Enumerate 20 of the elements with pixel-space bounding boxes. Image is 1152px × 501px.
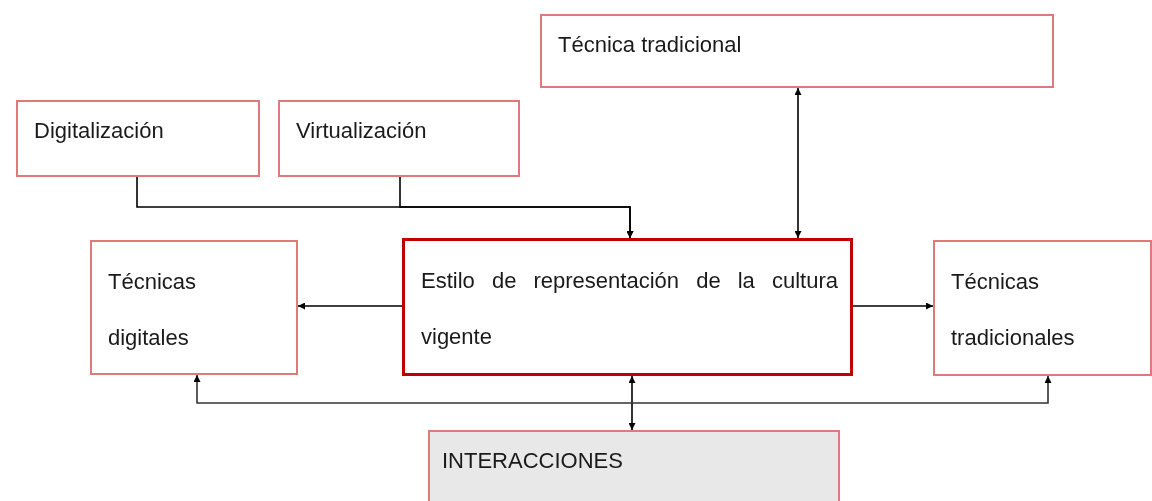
- connector-arrow: [628, 375, 636, 431]
- connector-arrow: [794, 87, 802, 239]
- connector-arrow: [399, 176, 634, 239]
- box-label: Técnicas tradicionales: [950, 268, 1076, 352]
- connector-arrow: [297, 302, 403, 310]
- box-label: Técnicas digitales: [107, 268, 198, 352]
- concept-box: [278, 100, 520, 177]
- central-box: [402, 238, 853, 376]
- box-label: INTERACCIONES: [441, 447, 624, 475]
- box-label: Virtualización: [295, 117, 428, 145]
- concept-box: [428, 430, 840, 501]
- box-label: Técnica tradicional: [557, 31, 743, 59]
- connector-arrow: [193, 374, 1052, 404]
- concept-box: [16, 100, 260, 177]
- concept-box: [90, 240, 298, 375]
- concept-box: [933, 240, 1152, 376]
- connector-arrow: [852, 302, 934, 310]
- box-label: Digitalización: [33, 117, 165, 145]
- concept-box: [540, 14, 1054, 88]
- box-label: Estilo de representación de la cultura vigente: [420, 267, 839, 351]
